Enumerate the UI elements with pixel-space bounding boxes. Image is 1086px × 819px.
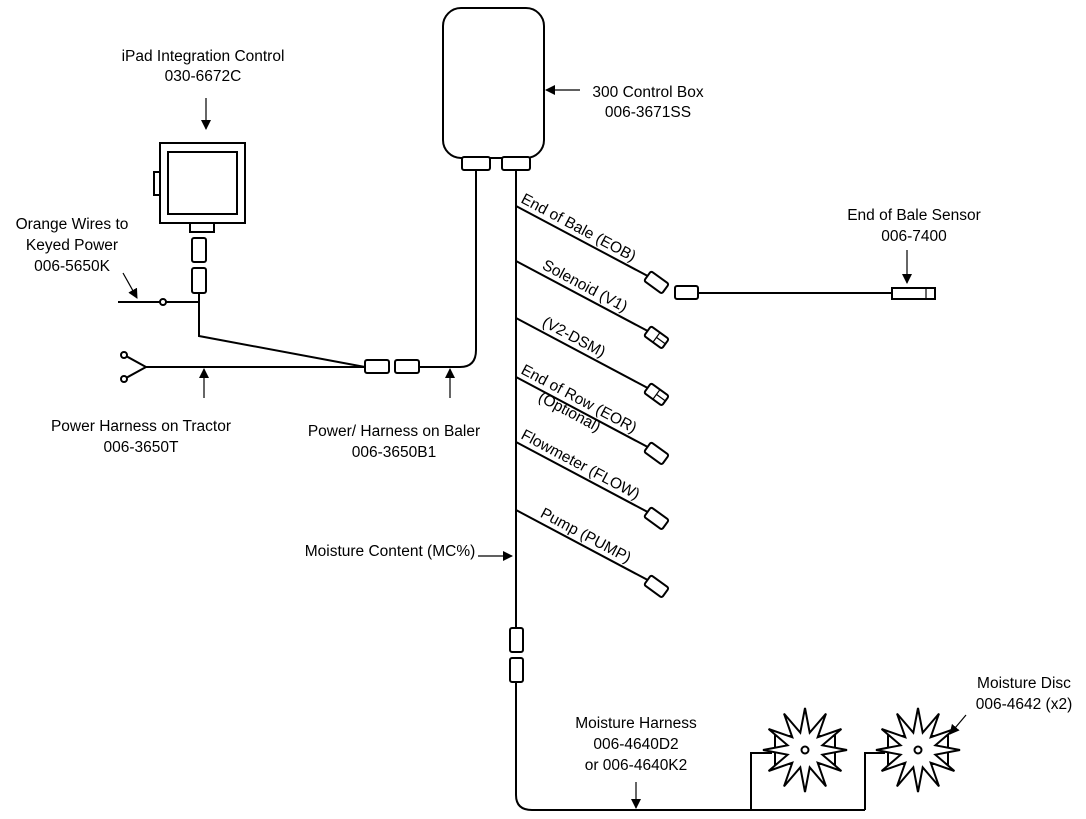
moisture-content-label: Moisture Content (MC%)	[305, 543, 476, 560]
ipad-control	[153, 142, 246, 294]
disc-wires	[750, 752, 885, 810]
moisture-disc-part: 006-4642 (x2)	[976, 696, 1073, 713]
branch-wire	[515, 376, 649, 449]
tractor-connector	[364, 359, 390, 374]
moisture-harness-part1: 006-4640D2	[593, 736, 678, 753]
eob-sensor-title: End of Bale Sensor	[847, 207, 981, 224]
branch-wire	[515, 260, 649, 333]
branch-connector	[643, 441, 670, 465]
tractor-harness-wire	[125, 355, 365, 379]
branch-label: (V2-DSM)	[539, 314, 608, 361]
branch-wire	[515, 317, 649, 390]
ipad-part: 030-6672C	[165, 68, 242, 85]
branch-connector	[643, 382, 670, 406]
baler-connector	[394, 359, 420, 374]
branch-4: Flowmeter (FLOW)	[515, 427, 670, 530]
eob-mating-connector	[674, 285, 699, 300]
keyed-power-wire	[118, 293, 366, 368]
branch-connector	[643, 574, 670, 598]
control-box-connector-left	[461, 156, 491, 171]
ipad-connector	[191, 237, 207, 263]
branch-group: End of Bale (EOB)Solenoid (V1)(V2-DSM)En…	[515, 191, 670, 598]
moisture-mating-connector	[509, 657, 524, 683]
baler-harness-part: 006-3650B1	[352, 444, 436, 461]
keyed-power-label: Keyed Power	[26, 237, 118, 254]
branch-wire	[515, 205, 649, 278]
main-trunk-wire	[515, 170, 865, 811]
branch-0: End of Bale (EOB)	[515, 191, 670, 294]
tractor-harness-title: Power Harness on Tractor	[51, 418, 231, 435]
moisture-harness-part2: or 006-4640K2	[585, 757, 688, 774]
moisture-disc-2	[875, 707, 961, 793]
control-box-title: 300 Control Box	[592, 84, 703, 101]
branch-label: Pump (PUMP)	[538, 505, 634, 567]
moisture-disc-title: Moisture Disc	[977, 675, 1071, 692]
ipad-mating-connector	[191, 267, 207, 294]
control-box-part: 006-3671SS	[605, 104, 691, 121]
moisture-disc-arrow	[949, 714, 967, 735]
control-box-connector-right	[501, 156, 531, 171]
branch-label: Flowmeter (FLOW)	[518, 427, 642, 504]
keyed-power-part: 006-5650K	[34, 258, 111, 275]
moisture-connector	[509, 627, 524, 653]
branch-wire	[515, 441, 649, 514]
tractor-harness-part: 006-3650T	[104, 439, 180, 456]
ipad-title: iPad Integration Control	[122, 48, 285, 65]
moisture-disc-1	[762, 707, 848, 793]
eob-sensor-part: 006-7400	[881, 228, 947, 245]
baler-harness-wire	[418, 170, 477, 368]
control-box	[442, 7, 545, 171]
orange-wires-label: Orange Wires to	[16, 216, 129, 233]
branch-connector	[643, 506, 670, 530]
branch-wire	[515, 509, 649, 582]
branch-1: Solenoid (V1)	[515, 257, 670, 349]
baler-harness-title: Power/ Harness on Baler	[308, 423, 480, 440]
keyed-power-arrow	[122, 272, 138, 299]
branch-label: End of Bale (EOB)	[518, 191, 639, 266]
branch-2: (V2-DSM)	[515, 314, 670, 406]
branch-label: Solenoid (V1)	[539, 257, 630, 316]
moisture-harness-title: Moisture Harness	[575, 715, 697, 732]
eob-sensor	[891, 287, 936, 300]
branch-connector	[643, 270, 670, 294]
branch-connector	[643, 325, 670, 349]
